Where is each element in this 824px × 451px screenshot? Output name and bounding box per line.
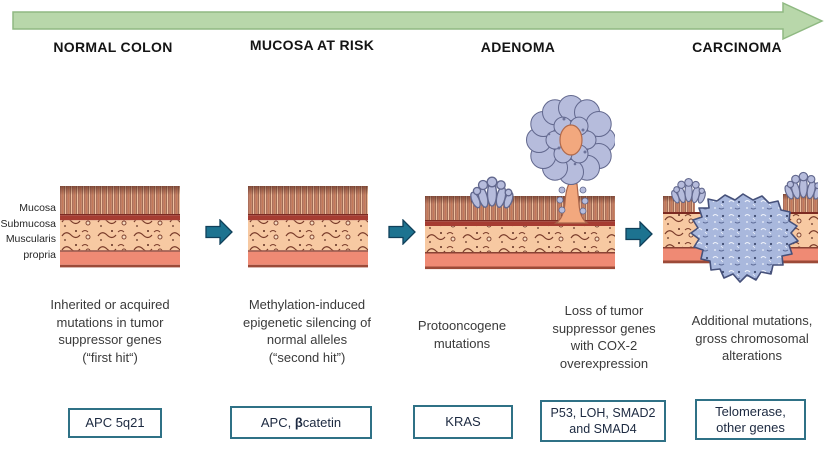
mucosa-at-risk-illustration xyxy=(248,186,368,268)
gene-box-label: APC, βcatetin xyxy=(260,414,342,430)
carcinoma-illustration xyxy=(663,171,818,283)
progression-arrow xyxy=(12,1,824,41)
stage-label-normal-colon: NORMAL COLON xyxy=(53,39,173,55)
description-carcinoma: Additional mutations, gross chromosomal … xyxy=(691,313,813,363)
stage-label-mucosa-at-risk: MUCOSA AT RISK xyxy=(249,37,375,53)
description-tumor-suppressor-loss: Loss of tumor suppressor genes with COX-… xyxy=(552,303,656,371)
gene-box-telomerase: Telomerase, other genes xyxy=(695,399,806,440)
tissue-layer-labels: Mucosa Submucosa Muscularis propria xyxy=(0,202,56,261)
stage-label-adenoma: ADENOMA xyxy=(480,39,556,55)
gene-box-p53-loh-smad: P53, LOH, SMAD2 and SMAD4 xyxy=(540,400,666,442)
gene-box-kras: KRAS xyxy=(413,405,513,439)
gene-box-apc-5q21: APC 5q21 xyxy=(68,408,162,438)
step-arrow-icon xyxy=(625,221,653,247)
description-normal-colon: Inherited or acquired mutations in tumor… xyxy=(50,297,170,365)
stage-label-carcinoma: CARCINOMA xyxy=(692,39,782,55)
step-arrow-icon xyxy=(388,219,416,245)
gene-box-label: P53, LOH, SMAD2 and SMAD4 xyxy=(550,406,656,436)
gene-box-label: Telomerase, other genes xyxy=(715,403,786,435)
description-mucosa-at-risk: Methylation-induced epigenetic silencing… xyxy=(243,297,371,365)
description-protooncogene: Protooncogene mutations xyxy=(417,318,507,351)
gene-box-label: KRAS xyxy=(445,414,481,429)
gene-box-label: APC 5q21 xyxy=(85,415,145,430)
normal-colon-illustration xyxy=(60,186,180,268)
gene-box-apc-bcatenin: APC, βcatetin xyxy=(230,406,372,439)
adenoma-illustration xyxy=(425,95,615,270)
step-arrow-icon xyxy=(205,219,233,245)
